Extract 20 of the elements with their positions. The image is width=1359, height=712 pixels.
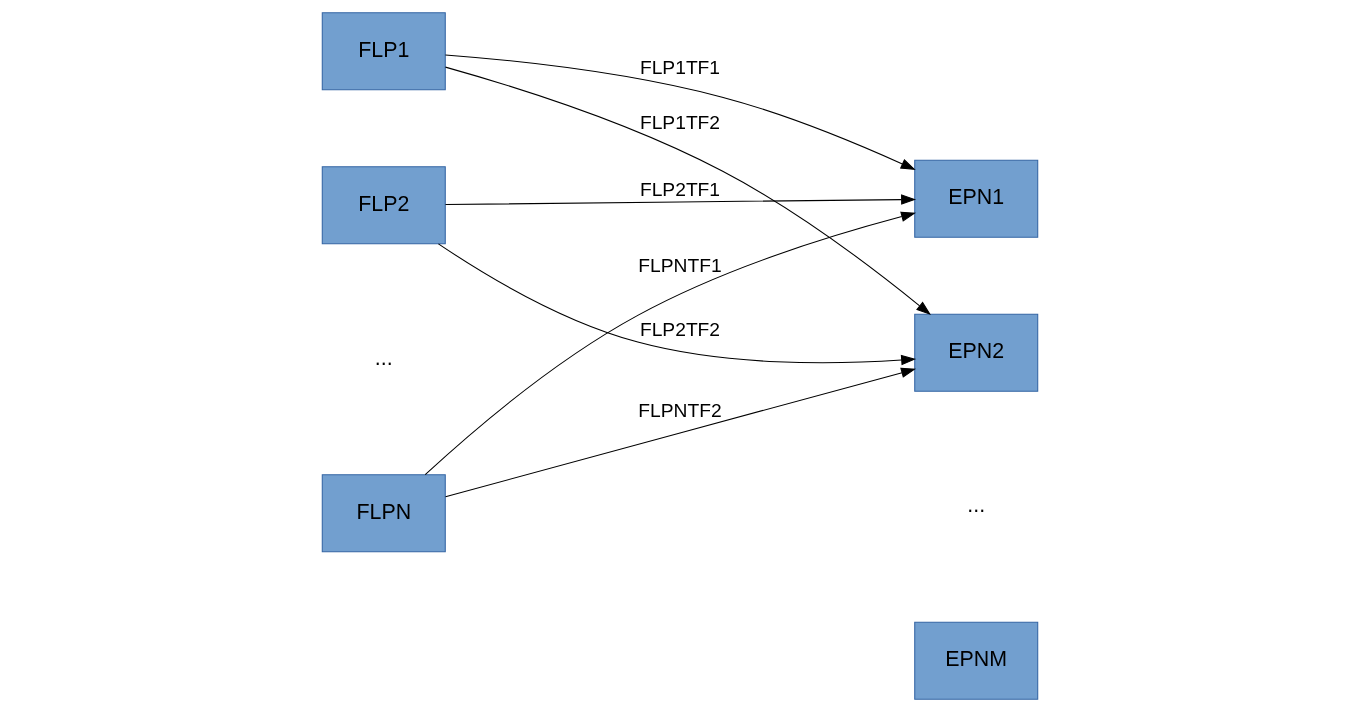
arrow <box>444 66 931 316</box>
label: ... <box>374 345 393 370</box>
node-box: EPNM <box>913 621 1038 700</box>
arrow <box>437 243 916 366</box>
edge-label: FLP1TF1 <box>639 57 720 79</box>
arrow <box>424 211 916 476</box>
node-box: EPN1 <box>913 159 1038 238</box>
node-box: FLPN <box>321 474 446 553</box>
label: ... <box>966 493 985 518</box>
arrow <box>444 194 916 206</box>
edge-label: FLP2TF1 <box>639 179 720 201</box>
node-box: EPN2 <box>913 313 1038 392</box>
arrow <box>444 54 916 171</box>
edge-label: FLP2TF2 <box>639 319 720 341</box>
arrow <box>444 367 916 498</box>
edge-label: FLPNTF2 <box>637 400 722 422</box>
node-box: FLP1 <box>321 12 446 91</box>
edge-label: FLP1TF2 <box>639 111 720 133</box>
edge-label: FLPNTF1 <box>637 254 722 276</box>
node-box: FLP2 <box>321 166 446 245</box>
